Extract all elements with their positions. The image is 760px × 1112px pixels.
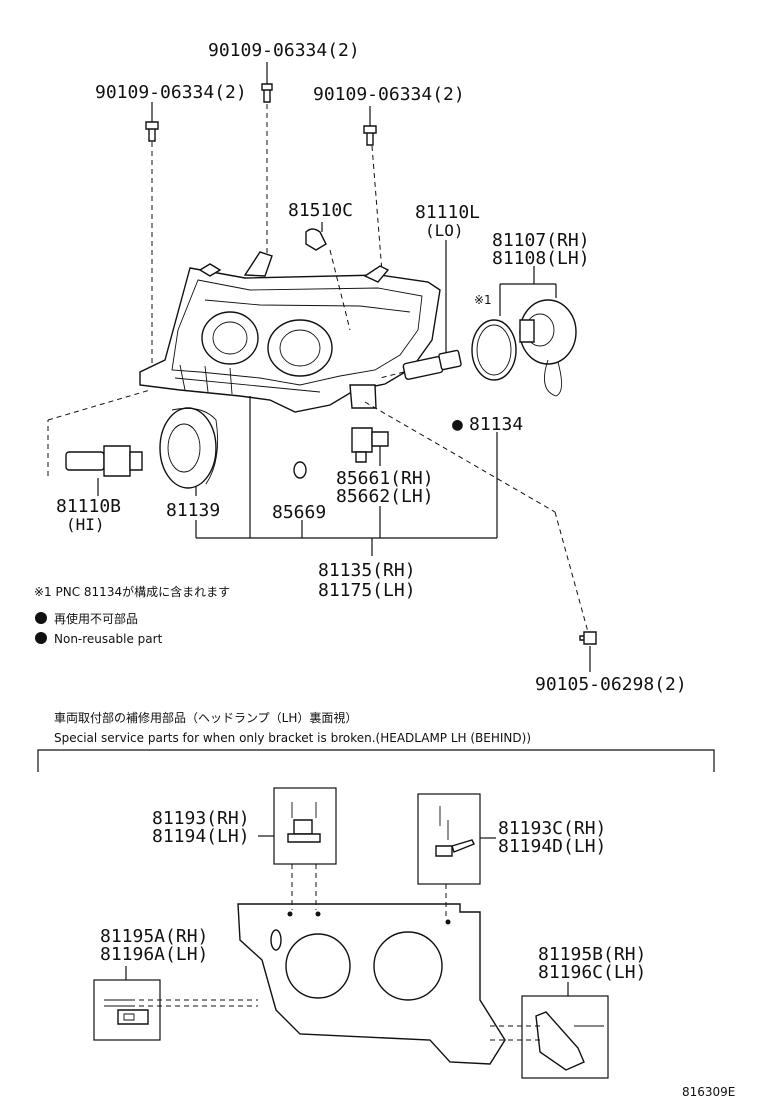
label-bracket2-rh: 81193C(RH)	[498, 818, 606, 839]
label-actuator-lh: 85662(LH)	[336, 486, 434, 507]
hi-bulb-icon	[65, 445, 143, 477]
note-nonreuse-en: Non-reusable part	[54, 632, 163, 646]
label-mark1: ※1	[474, 293, 492, 307]
label-cover-rh: 81107(RH)	[492, 230, 590, 251]
lower-title-jp: 車両取付部の補修用部品（ヘッドランプ（LH）裏面視）	[54, 710, 357, 725]
small-bulb-icon	[305, 228, 327, 251]
bracket-81193-icon	[287, 802, 321, 843]
bracket-81195a-icon	[104, 999, 149, 1025]
label-hi-tag: (HI)	[66, 515, 105, 534]
label-bracket3-lh: 81196A(LH)	[100, 944, 208, 965]
label-screw-left: 90109-06334(2)	[95, 82, 247, 103]
gasket-ring-icon	[471, 319, 517, 381]
lens-ring-icon	[159, 407, 219, 489]
label-assy-lh: 81175(LH)	[318, 580, 416, 601]
bracket-box-4	[521, 995, 609, 1079]
label-bracket4-rh: 81195B(RH)	[538, 944, 646, 965]
label-bracket1-rh: 81193(RH)	[152, 808, 250, 829]
label-bolt: 90105-06298(2)	[535, 674, 687, 695]
bracket-81193c-icon	[435, 806, 475, 857]
oring-icon	[293, 461, 307, 479]
headlamp-assembly-icon	[139, 251, 441, 413]
label-small-bulb: 81510C	[288, 200, 353, 221]
label-bracket3-rh: 81195A(RH)	[100, 926, 208, 947]
legend-dot-en-icon	[35, 632, 47, 644]
lower-section-bracket	[37, 749, 715, 772]
label-gasket: 81134	[469, 414, 523, 435]
label-actuator-rh: 85661(RH)	[336, 468, 434, 489]
label-bracket1-lh: 81194(LH)	[152, 826, 250, 847]
label-screw-top: 90109-06334(2)	[208, 40, 360, 61]
nonreusable-dot-icon: ●	[452, 414, 463, 435]
headlamp-back-outline-icon	[237, 903, 506, 1065]
bracket-box-3	[93, 979, 161, 1041]
label-lo-tag: (LO)	[425, 221, 464, 240]
bracket-81195b-icon	[535, 1011, 604, 1071]
label-lens: 81139	[166, 500, 220, 521]
label-assy-rh: 81135(RH)	[318, 560, 416, 581]
bracket-box-2	[417, 793, 481, 885]
label-hi-bulb: 81110B	[56, 496, 121, 517]
bracket-box-1	[273, 787, 337, 865]
lower-title-en: Special service parts for when only brac…	[54, 731, 531, 745]
bolt-icon	[579, 631, 597, 645]
bulb-cover-icon	[519, 299, 577, 397]
label-bracket2-lh: 81194D(LH)	[498, 836, 606, 857]
note-pnc: ※1 PNC 81134が構成に含まれます	[34, 584, 230, 599]
label-lo-bulb: 81110L	[415, 202, 480, 223]
lo-bulb-icon	[402, 349, 462, 380]
legend-dot-jp-icon	[35, 612, 47, 624]
leveling-actuator-icon	[351, 427, 389, 463]
screw-top-icon	[261, 83, 273, 103]
note-nonreuse-jp: 再使用不可部品	[54, 611, 138, 626]
label-cover-lh: 81108(LH)	[492, 248, 590, 269]
label-bracket4-lh: 81196C(LH)	[538, 962, 646, 983]
label-screw-right: 90109-06334(2)	[313, 84, 465, 105]
screw-right-icon	[363, 125, 377, 146]
diagram-code: 816309E	[682, 1085, 735, 1099]
label-oring: 85669	[272, 502, 326, 523]
screw-left-icon	[145, 121, 159, 142]
